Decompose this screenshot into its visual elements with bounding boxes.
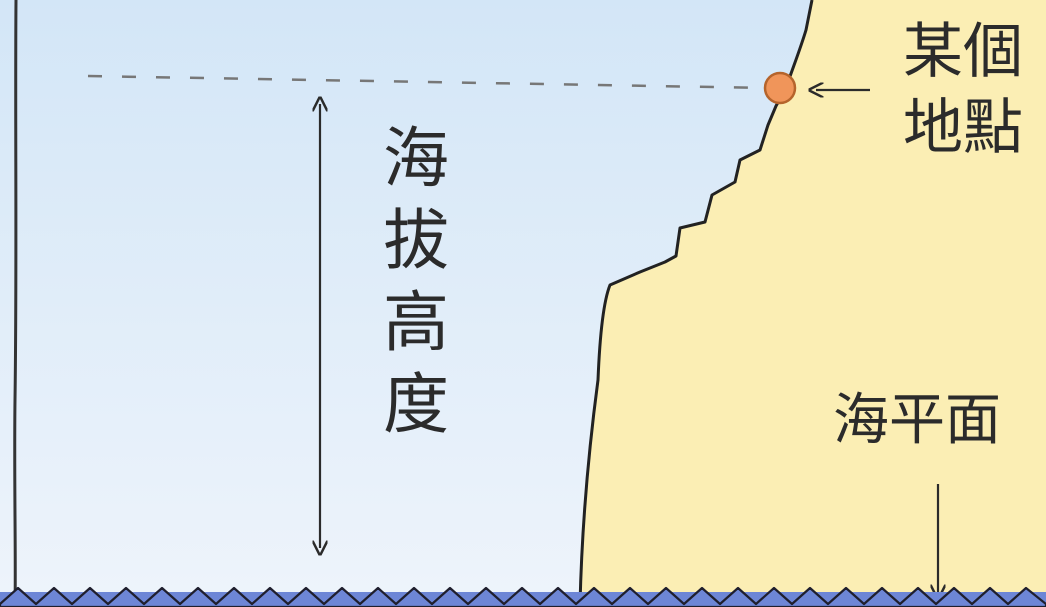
wave-line (0, 586, 1046, 607)
altitude-label: 海拔高度 (383, 120, 449, 443)
location-point (763, 71, 797, 105)
land-mass (580, 0, 1046, 607)
sea-level-label: 海平面 (833, 388, 1001, 453)
place-label: 某個地點 (903, 17, 1023, 163)
reference-dashed-line (87, 74, 769, 90)
left-border-line (13, 0, 18, 607)
